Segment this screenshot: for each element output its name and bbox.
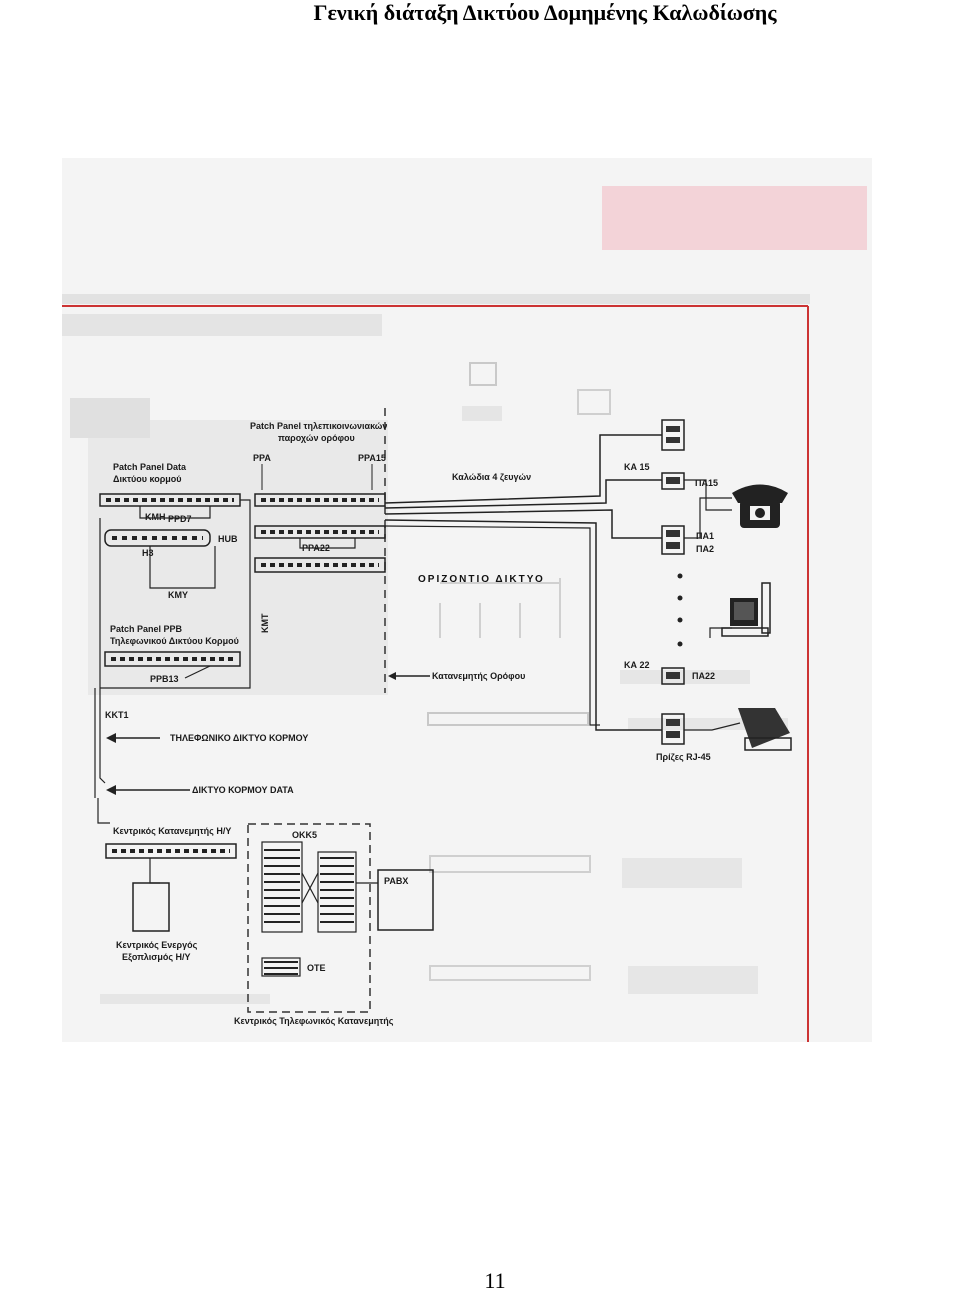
label-patch-panel-telecom: Patch Panel τηλεπικοινωνιακών xyxy=(250,421,387,431)
label-kmh: KMH xyxy=(145,512,166,522)
outlet-pa1-pa2 xyxy=(661,525,685,555)
label-central-distributor-pc: Κεντρικός Κατανεμητής Η/Υ xyxy=(113,826,231,836)
faded-header-block xyxy=(602,186,867,250)
hub-device xyxy=(104,529,211,547)
central-telephone-box xyxy=(247,823,371,1013)
label-ppa: PPA xyxy=(253,453,271,463)
label-kkt1: KKT1 xyxy=(105,710,129,720)
patch-panel-ppa xyxy=(254,493,386,507)
telephone-icon xyxy=(732,484,788,528)
label-data-backbone: ΔΙΚΤΥΟ ΚΟΡΜΟΥ DATA xyxy=(192,785,294,795)
label-patch-panel-telecom-2: παροχών ορόφου xyxy=(278,433,355,443)
label-kmt: KMT xyxy=(260,613,270,633)
network-diagram-scan: Patch Panel τηλεπικοινωνιακών παροχών ορ… xyxy=(0,158,955,1042)
label-central-tel-distributor: Κεντρικός Τηλεφωνικός Κατανεμητής xyxy=(234,1016,394,1026)
patch-panel-central xyxy=(105,843,237,859)
label-patch-panel-data-2: Δικτύου κορμού xyxy=(113,474,182,484)
label-ote: ΟΤΕ xyxy=(307,963,326,973)
label-central-active-2: Εξοπλισμός Η/Υ xyxy=(122,952,191,962)
label-ka15: ΚΑ 15 xyxy=(624,462,650,472)
label-horizontal-network: ΟΡΙΖΟΝΤΙΟ ΔΙΚΤΥΟ xyxy=(418,574,545,585)
central-active-equipment xyxy=(132,882,170,932)
patch-panel-ppb xyxy=(104,651,241,667)
outlet-top xyxy=(661,419,685,451)
label-ppb13: PPB13 xyxy=(150,674,179,684)
label-h3: H3 xyxy=(142,548,154,558)
label-pabx: PABX xyxy=(384,876,408,886)
label-cables-4pair: Καλώδια 4 ζευγών xyxy=(452,472,531,482)
printer-icon xyxy=(738,708,792,751)
outlet-pa22 xyxy=(661,667,685,685)
label-floor-distributor: Κατανεμητής Ορόφου xyxy=(432,671,525,681)
label-ka22: ΚΑ 22 xyxy=(624,660,650,670)
computer-icon xyxy=(721,582,771,637)
label-pa1: ΠΑ1 xyxy=(696,531,714,541)
label-kmy: KMY xyxy=(168,590,188,600)
page-title: Γενική διάταξη Δικτύου Δομημένης Καλωδίω… xyxy=(313,0,777,25)
label-patch-panel-ppb: Patch Panel PPB xyxy=(110,624,183,634)
label-ppa15: PPA15 xyxy=(358,453,386,463)
label-rj45: Πρίζες RJ-45 xyxy=(656,752,711,762)
outlet-rj45 xyxy=(661,713,685,745)
outlet-pa15 xyxy=(661,472,685,490)
label-telephone-backbone: ΤΗΛΕΦΩΝΙΚΟ ΔΙΚΤΥΟ ΚΟΡΜΟΥ xyxy=(170,733,308,743)
page-number: 11 xyxy=(484,1268,506,1293)
label-pa2: ΠΑ2 xyxy=(696,544,714,554)
label-central-active-1: Κεντρικός Ενεργός xyxy=(116,940,198,950)
label-patch-panel-ppb-2: Τηλεφωνικού Δικτύου Κορμού xyxy=(110,636,239,646)
label-pa22: ΠΑ22 xyxy=(692,671,715,681)
label-okk5: ΟΚΚ5 xyxy=(292,830,317,840)
label-hub: HUB xyxy=(218,534,238,544)
label-ppd7: PPD7 xyxy=(168,514,192,524)
pabx-box xyxy=(377,869,434,931)
label-patch-panel-data: Patch Panel Data xyxy=(113,462,187,472)
